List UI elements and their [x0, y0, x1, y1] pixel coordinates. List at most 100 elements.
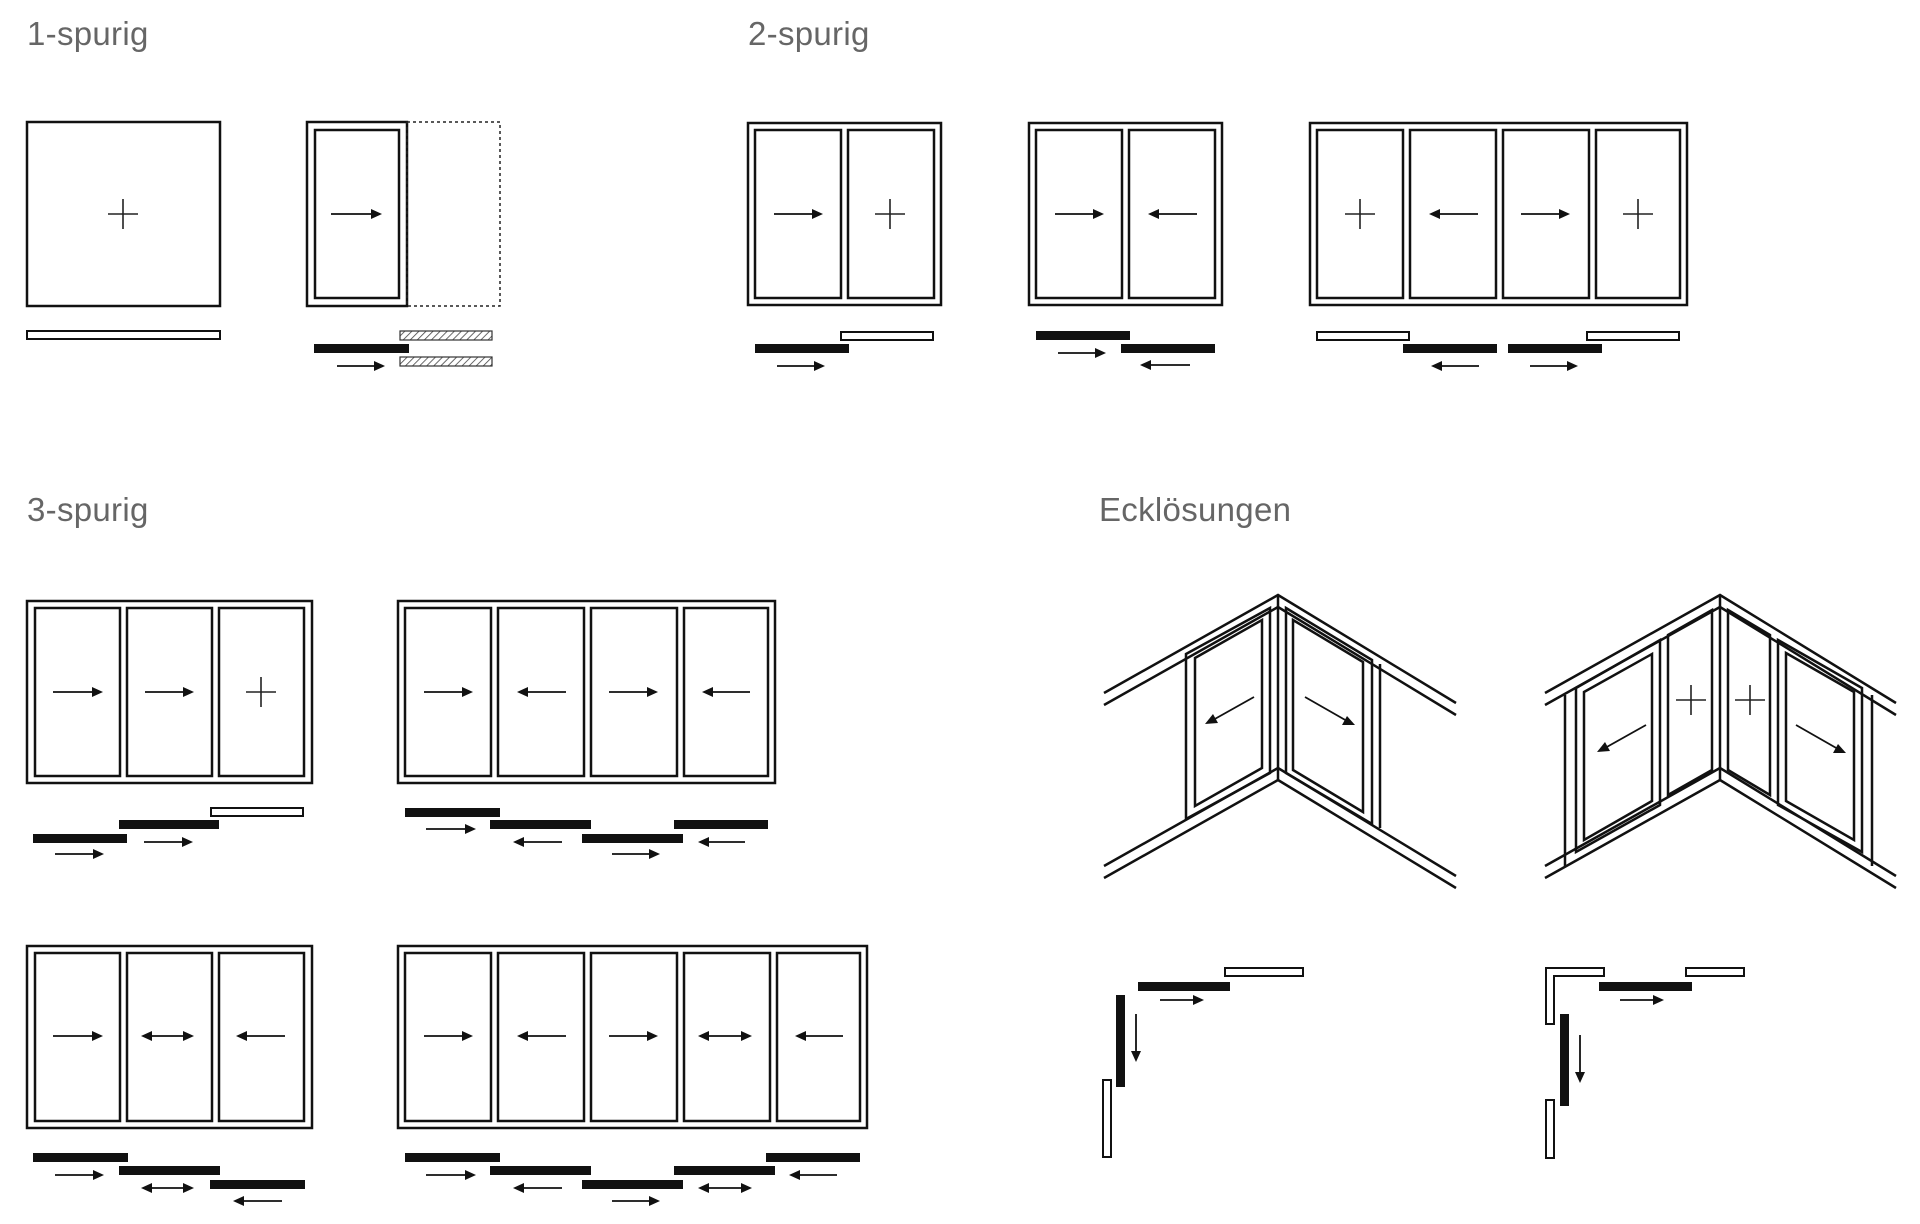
arrow-right-icon — [424, 687, 473, 697]
diagram-2-spurig-a — [746, 121, 943, 371]
fixed-track-bar — [1685, 967, 1745, 977]
arrow-left-icon — [795, 1031, 843, 1041]
sliding-track-bar — [490, 1166, 591, 1175]
sliding-track-bar — [755, 344, 849, 353]
sliding-track-bar — [119, 1166, 220, 1175]
arrow-right-icon — [612, 1196, 660, 1206]
arrow-left-icon — [702, 687, 750, 697]
arrow-left-icon — [517, 687, 566, 697]
arrow-right-icon — [609, 687, 658, 697]
sliding-track-bar — [405, 1153, 500, 1162]
arrow-right-icon — [55, 849, 104, 859]
sliding-track-bar — [210, 1180, 305, 1189]
fixed-track-bar — [1224, 967, 1304, 977]
arrow-diagonal-icon — [1304, 696, 1355, 725]
arrow-left-icon — [513, 1183, 562, 1193]
arrow-double-icon — [698, 1031, 752, 1041]
hatched-track-bar — [399, 330, 493, 341]
sliding-track-bar — [1403, 344, 1497, 353]
arrow-double-icon — [141, 1031, 194, 1041]
arrow-left-icon — [513, 837, 562, 847]
arrow-right-icon — [53, 1031, 103, 1041]
arrow-diagonal-icon — [1795, 724, 1846, 753]
arrow-down-icon — [1131, 1014, 1141, 1062]
arrow-left-icon — [517, 1031, 566, 1041]
arrow-right-icon — [609, 1031, 658, 1041]
sliding-track-bar — [490, 820, 591, 829]
sliding-track-bar — [1121, 344, 1215, 353]
fixed-track-bar — [1545, 1099, 1555, 1159]
sliding-track-bar — [1560, 1014, 1569, 1106]
arrow-left-icon — [1140, 360, 1190, 370]
diagram-1-spurig-fixed — [25, 120, 222, 340]
arrow-left-icon — [1431, 361, 1479, 371]
arrow-right-icon — [145, 687, 194, 697]
heading-ecklosungen: Ecklösungen — [1099, 491, 1291, 528]
sliding-track-bar — [1138, 982, 1230, 991]
sliding-track-bar — [314, 344, 409, 353]
arrow-diagonal-icon — [1205, 696, 1255, 724]
arrow-right-icon — [55, 1170, 104, 1180]
sliding-track-bar — [582, 1180, 683, 1189]
arrow-left-icon — [1429, 209, 1478, 219]
sliding-track-bar — [674, 820, 768, 829]
sliding-track-bar — [766, 1153, 860, 1162]
cross-icon — [1345, 199, 1375, 229]
arrow-left-icon — [698, 837, 745, 847]
arrow-right-icon — [777, 361, 825, 371]
sliding-track-bar — [1116, 995, 1125, 1087]
diagram-3-spurig-c — [25, 944, 314, 1206]
arrow-right-icon — [426, 1170, 476, 1180]
diagram-3-spurig-b — [396, 599, 777, 859]
sliding-track-bar — [33, 834, 127, 843]
arrow-right-icon — [774, 209, 823, 219]
fixed-corner-bar — [1545, 967, 1605, 1025]
diagram-corner-a-plan — [1102, 967, 1304, 1158]
sliding-track-bar — [33, 1153, 128, 1162]
heading-2-spurig: 2-spurig — [748, 15, 870, 52]
arrow-down-icon — [1575, 1035, 1585, 1083]
hatched-track-bar — [399, 356, 493, 367]
arrow-right-icon — [612, 849, 660, 859]
diagram-corner-b-isometric — [1544, 593, 1897, 890]
sliding-track-bar — [582, 834, 683, 843]
arrow-right-icon — [337, 361, 385, 371]
diagram-3-spurig-d — [396, 944, 869, 1206]
fixed-track-bar — [840, 331, 934, 341]
fixed-track-bar — [1586, 331, 1680, 341]
cross-icon — [108, 199, 138, 229]
sliding-track-bar — [1599, 982, 1692, 991]
sliding-track-bar — [674, 1166, 775, 1175]
diagram-corner-a-isometric — [1103, 593, 1457, 890]
sliding-track-bar — [405, 808, 500, 817]
diagram-2-spurig-c — [1308, 121, 1689, 371]
arrow-left-icon — [233, 1196, 282, 1206]
arrow-double-icon — [698, 1183, 752, 1193]
cross-icon — [246, 677, 276, 707]
arrow-left-icon — [1148, 209, 1197, 219]
arrow-right-icon — [1521, 209, 1570, 219]
sliding-track-bar — [1036, 331, 1130, 340]
cross-icon — [875, 199, 905, 229]
arrow-right-icon — [331, 209, 382, 219]
cross-icon — [1735, 685, 1765, 715]
arrow-right-icon — [1058, 348, 1106, 358]
arrow-right-icon — [144, 837, 193, 847]
arrow-left-icon — [236, 1031, 285, 1041]
heading-1-spurig: 1-spurig — [27, 15, 149, 52]
arrow-right-icon — [426, 824, 476, 834]
fixed-track-bar — [1102, 1079, 1112, 1158]
fixed-track-bar — [210, 807, 304, 817]
fixed-track-bar — [26, 330, 221, 340]
cross-icon — [1623, 199, 1653, 229]
heading-3-spurig: 3-spurig — [27, 491, 149, 528]
diagram-corner-b-plan — [1545, 967, 1745, 1159]
sliding-track-bar — [1508, 344, 1602, 353]
cross-icon — [1676, 685, 1706, 715]
sliding-track-bar — [119, 820, 219, 829]
arrow-double-icon — [141, 1183, 194, 1193]
arrow-right-icon — [1055, 209, 1104, 219]
arrow-right-icon — [424, 1031, 473, 1041]
diagram-3-spurig-a — [25, 599, 314, 859]
